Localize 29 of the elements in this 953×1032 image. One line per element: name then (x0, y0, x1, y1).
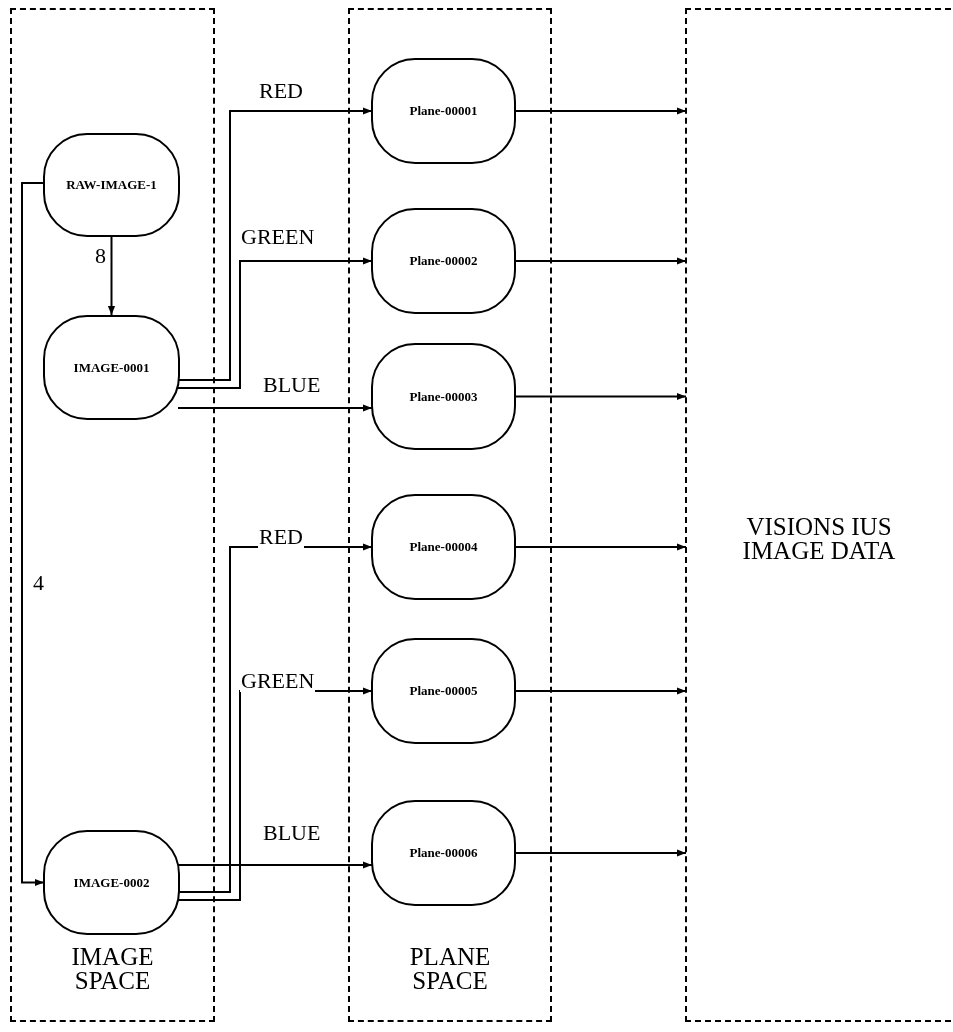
arrow (107, 236, 116, 316)
rounded-box (43, 830, 180, 935)
node-label: Plane-00003 (409, 388, 478, 405)
dashed-region (348, 8, 552, 1022)
rounded-box (43, 315, 180, 420)
region-label: PLANE SPACE (408, 945, 492, 993)
rounded-box (371, 58, 516, 164)
rounded-box (371, 800, 516, 906)
arrow (177, 861, 373, 869)
node-label: Plane-00005 (409, 683, 478, 699)
rounded-box (371, 638, 516, 744)
node-label: Plane-00006 (409, 845, 478, 861)
node-label: IMAGE-0002 (73, 874, 150, 891)
node-label: Plane-00004 (409, 539, 478, 555)
arrow (21, 182, 45, 887)
node-label: IMAGE-0001 (73, 359, 150, 376)
rounded-box (371, 343, 516, 450)
dashed-region (10, 8, 215, 1022)
dashed-region (685, 8, 951, 1022)
rounded-box (371, 208, 516, 314)
rounded-box (371, 494, 516, 600)
arrow (177, 257, 373, 389)
node-label: Plane-00001 (409, 103, 478, 119)
node-label: Plane-00002 (409, 253, 478, 269)
arrow (177, 404, 373, 412)
region-label: IMAGE SPACE (70, 945, 155, 993)
rounded-box (43, 133, 180, 237)
region-label: VISIONS IUS IMAGE DATA (741, 515, 897, 563)
node-label: RAW-IMAGE-1 (66, 177, 157, 193)
